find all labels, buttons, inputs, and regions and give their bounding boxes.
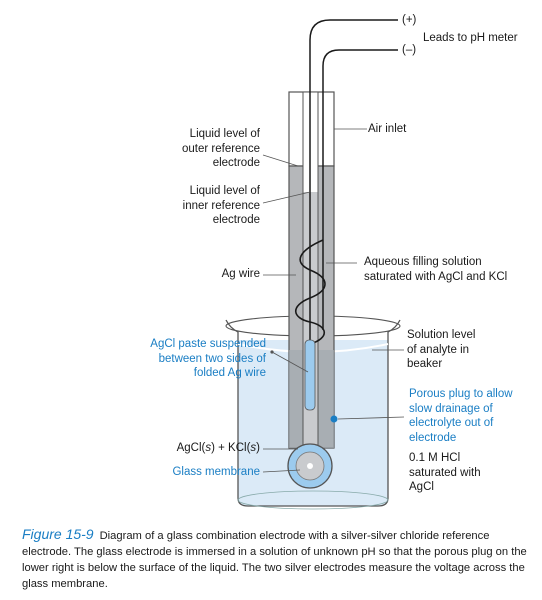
beaker-bottom [237,490,389,510]
lead-wire-plus [309,19,398,350]
agcl-paste [304,339,316,411]
minus-terminal-label: (–) [402,44,417,56]
leads-label: Leads to pH meter [423,32,518,44]
agcl-paste-label: AgCl paste suspended between two sides o… [150,338,266,379]
porous-plug [330,415,338,423]
solution-level-label: Solution level of analyte in beaker [407,329,476,370]
electrode-diagram [225,19,405,510]
outer-level-label: Liquid level of outer reference electrod… [182,128,260,169]
caption-text: Diagram of a glass combination electrode… [22,530,527,590]
plus-terminal-label: (+) [402,14,417,26]
inner-level-label: Liquid level of inner reference electrod… [182,185,260,226]
agcl-kcl-label: AgCl(s) + KCl(s) [176,442,260,454]
aqueous-filling-label: Aqueous filling solution saturated with … [364,256,508,283]
porous-plug-label: Porous plug to allow slow drainage of el… [409,388,513,444]
ag-wire-coil [294,239,326,345]
ag-wire-label: Ag wire [221,268,260,280]
lead-wire-minus [322,49,398,330]
glass-membrane-label: Glass membrane [172,466,260,478]
air-inlet-label: Air inlet [368,123,407,135]
figure-number: Figure 15-9 [22,526,94,542]
hcl-label: 0.1 M HCl saturated with AgCl [409,452,481,493]
